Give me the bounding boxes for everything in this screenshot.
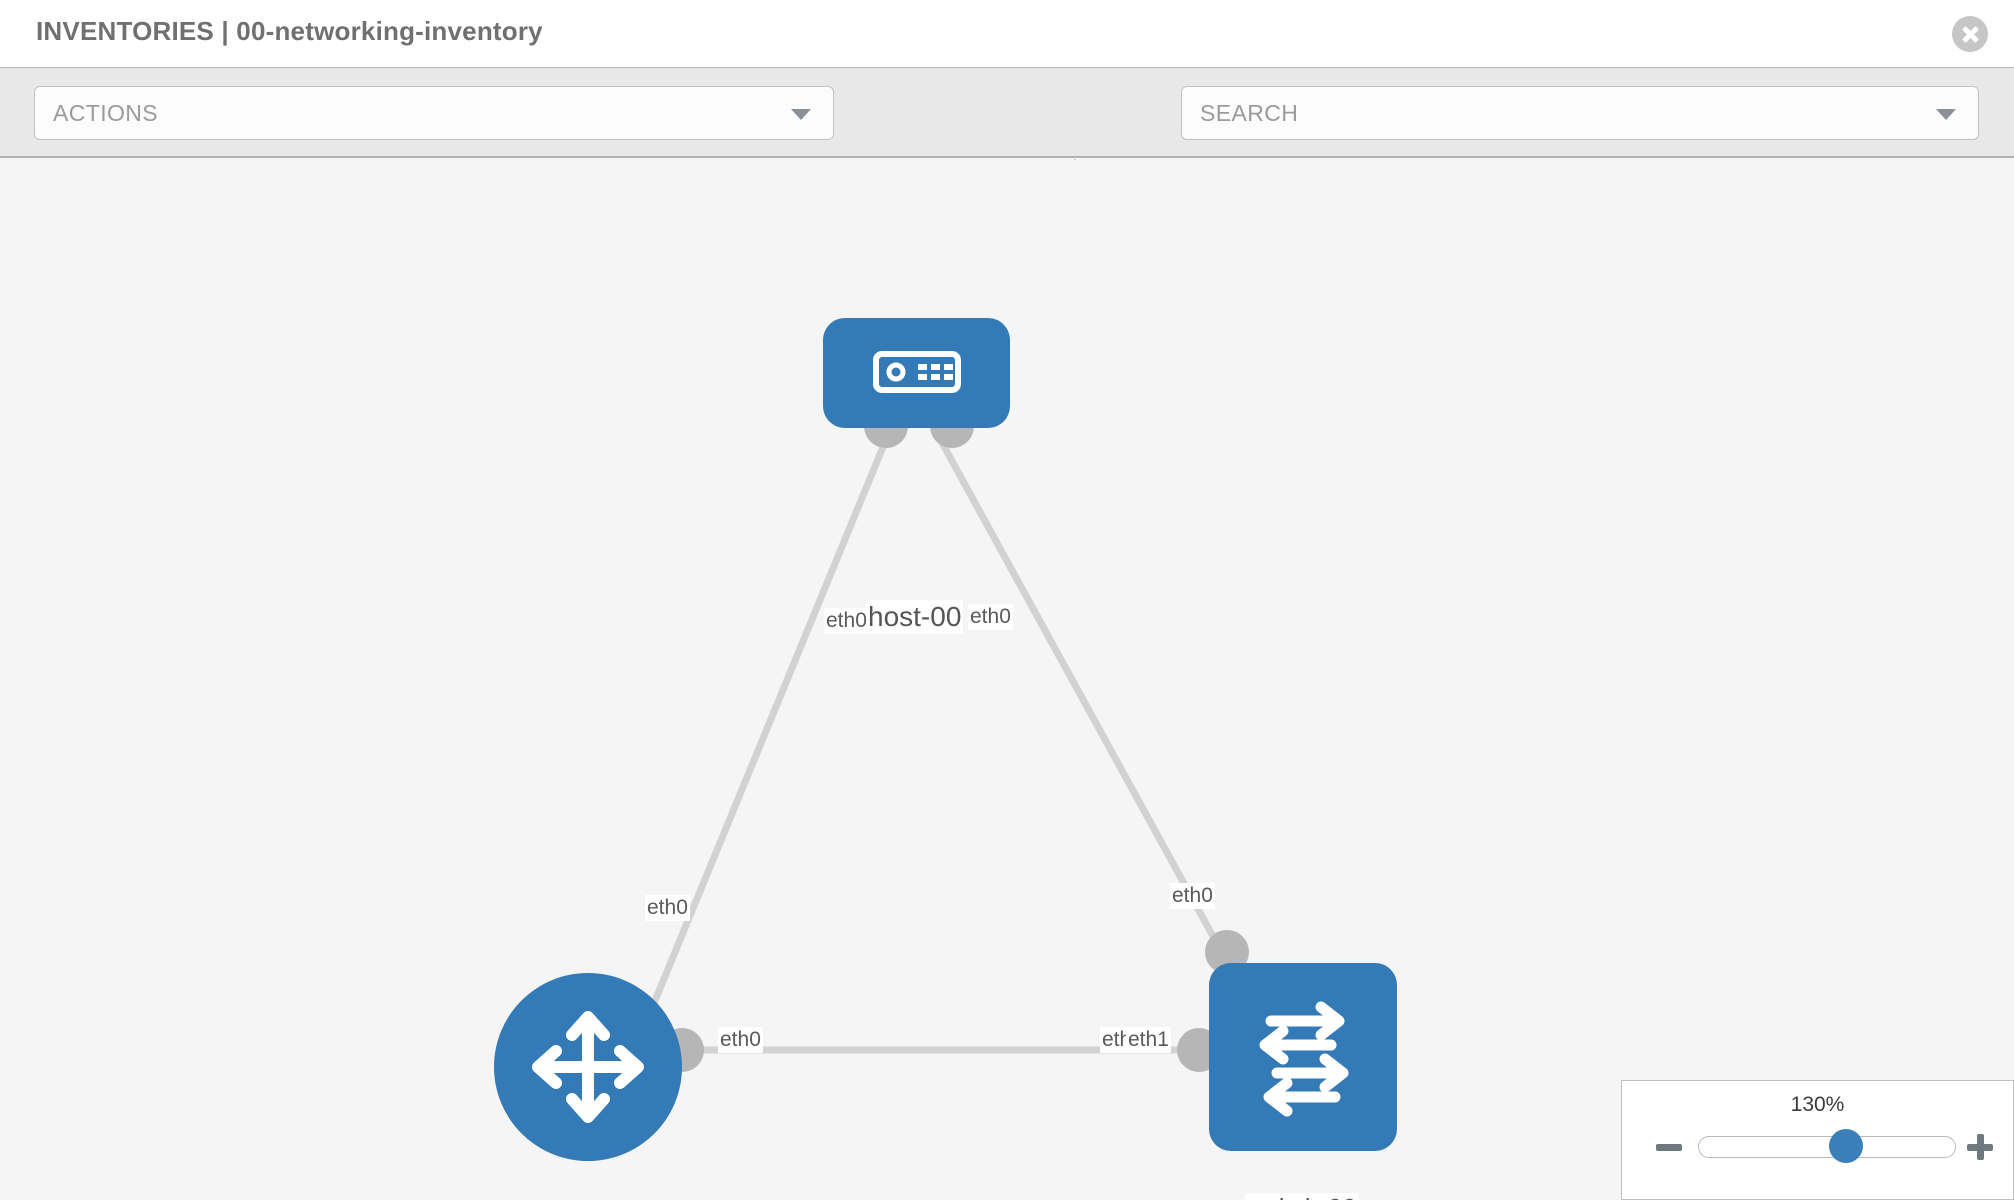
node-switch-00-shape [1209, 963, 1397, 1151]
zoom-control-panel: 130% [1621, 1080, 2014, 1200]
search-placeholder: SEARCH [1200, 100, 1299, 126]
search-input[interactable]: SEARCH [1181, 86, 1979, 140]
topology-links-layer [641, 428, 1241, 1054]
topology-canvas[interactable]: host-00 rou [0, 160, 2014, 1200]
edge-label-router00-uplink: eth0 [645, 895, 690, 922]
router-arrows-icon [532, 1011, 644, 1123]
close-icon[interactable] [1952, 16, 1988, 52]
zoom-slider-thumb[interactable] [1829, 1129, 1863, 1163]
edge-label-switch00-uplink: eth0 [1170, 883, 1215, 910]
node-switch-00-label: switch-00 [1245, 1193, 1359, 1200]
page-title: INVENTORIES | 00-networking-inventory [36, 16, 543, 46]
switch-arrows-icon [1259, 1001, 1349, 1117]
page-header: INVENTORIES | 00-networking-inventory [0, 0, 2014, 68]
node-router-00[interactable]: router-00 [494, 973, 682, 1161]
server-icon [873, 351, 961, 393]
edge-label-switch00-eth1: eth1 [1126, 1027, 1171, 1054]
node-host-00[interactable]: host-00 [823, 318, 1010, 634]
chevron-down-icon [1936, 109, 1956, 120]
chevron-down-icon [791, 109, 811, 120]
link-router00-host00[interactable] [641, 428, 894, 1027]
zoom-level-label: 130% [1790, 1093, 1845, 1116]
node-host-00-shape [823, 318, 1010, 428]
node-router-00-shape [494, 973, 682, 1161]
edge-label-host00-left: eth0 [824, 608, 869, 635]
zoom-slider[interactable] [1698, 1129, 1956, 1163]
actions-dropdown-label: ACTIONS [53, 100, 159, 126]
zoom-in-button[interactable] [1964, 1131, 1996, 1163]
zoom-out-button[interactable] [1653, 1131, 1685, 1163]
node-host-00-label: host-00 [866, 600, 964, 634]
node-switch-00[interactable]: switch-00 [1209, 963, 1397, 1200]
edge-label-router00-eth0: eth0 [718, 1027, 763, 1054]
toolbar: ACTIONS SEARCH [0, 68, 2014, 194]
edge-label-host00-right: eth0 [968, 604, 1013, 631]
actions-dropdown[interactable]: ACTIONS [34, 86, 834, 140]
